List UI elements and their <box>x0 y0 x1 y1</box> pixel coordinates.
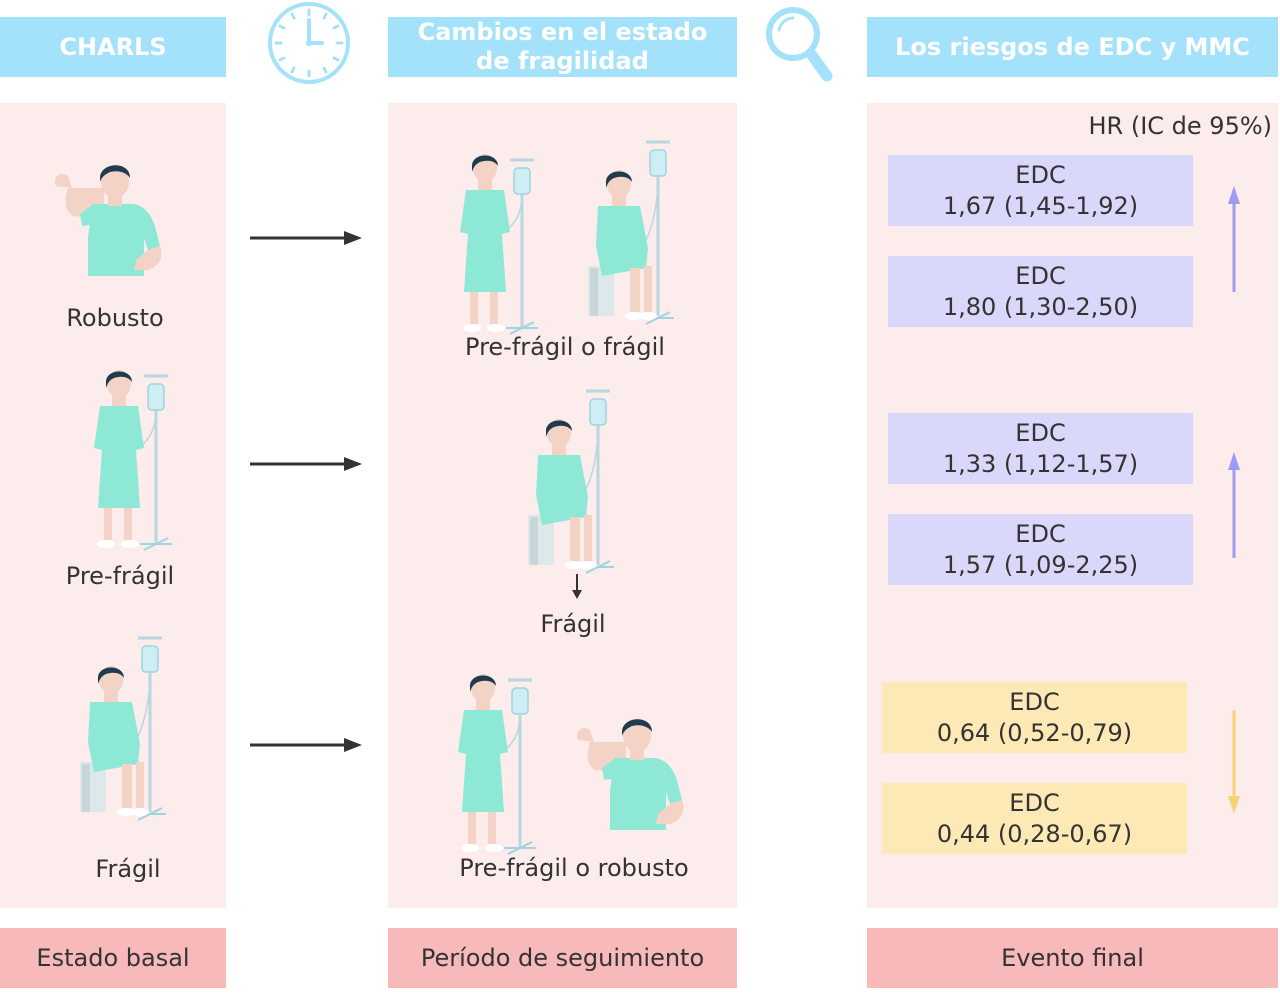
header-middle-line2: de fragilidad <box>476 47 649 75</box>
risk-up-arrow-1-icon <box>1228 186 1240 292</box>
risk-box-4-name: EDC <box>1015 519 1066 548</box>
clock-icon <box>268 2 350 84</box>
risk-box-4: EDC 1,57 (1,09-2,25) <box>888 514 1193 585</box>
risk-box-5-name: EDC <box>1009 687 1060 716</box>
risk-box-3-name: EDC <box>1015 418 1066 447</box>
risk-box-1: EDC 1,67 (1,45-1,92) <box>888 155 1193 226</box>
risk-box-4-value: 1,57 (1,09-2,25) <box>942 550 1139 579</box>
risk-down-arrow-icon <box>1228 710 1240 814</box>
footer-final-event-text: Evento final <box>1001 944 1144 972</box>
risk-box-6-name: EDC <box>1009 788 1060 817</box>
risk-box-3-value: 1,33 (1,12-1,57) <box>942 449 1139 478</box>
followup-row1-label: Pre-frágil o frágil <box>465 333 665 361</box>
transition-arrow-2 <box>250 457 362 471</box>
risk-box-5: EDC 0,64 (0,52-0,79) <box>882 682 1187 753</box>
baseline-prefrail-label: Pre-frágil <box>65 562 175 590</box>
transition-arrow-1 <box>250 231 362 245</box>
risk-box-5-value: 0,64 (0,52-0,79) <box>936 718 1133 747</box>
followup-standing-patient-icon <box>456 152 546 337</box>
followup-robust-person-icon <box>570 712 700 837</box>
header-charls: CHARLS <box>0 17 226 77</box>
followup-row2-label: Frágil <box>540 610 606 638</box>
risk-box-1-name: EDC <box>1015 160 1066 189</box>
risk-up-arrow-2-icon <box>1228 452 1240 558</box>
header-risks-text: Los riesgos de EDC y MMC <box>895 32 1250 61</box>
risk-box-2-name: EDC <box>1015 261 1066 290</box>
footer-final-event: Evento final <box>867 928 1278 988</box>
baseline-frail-label: Frágil <box>95 855 161 883</box>
header-frailty-changes: Cambios en el estado de fragilidad <box>388 17 737 77</box>
risk-box-1-value: 1,67 (1,45-1,92) <box>942 191 1139 220</box>
footer-baseline: Estado basal <box>0 928 226 988</box>
followup-seated-patient-icon <box>586 136 681 326</box>
header-middle-line1: Cambios en el estado <box>417 18 708 46</box>
risk-box-2: EDC 1,80 (1,30-2,50) <box>888 256 1193 327</box>
followup-row3-label: Pre-frágil o robusto <box>459 854 689 882</box>
risk-box-6: EDC 0,44 (0,28-0,67) <box>882 783 1187 854</box>
risk-box-3: EDC 1,33 (1,12-1,57) <box>888 413 1193 484</box>
down-arrow-small-icon <box>572 574 582 599</box>
footer-followup: Período de seguimiento <box>388 928 737 988</box>
seated-patient-iv-icon <box>78 632 173 822</box>
risk-box-6-value: 0,44 (0,28-0,67) <box>936 819 1133 848</box>
baseline-robust-label: Robusto <box>66 304 164 332</box>
followup-frail-seated-icon <box>526 385 621 575</box>
transition-arrow-3 <box>250 738 362 752</box>
magnifier-icon <box>766 7 833 82</box>
risk-panel <box>867 103 1278 908</box>
followup-row3-standing-icon <box>454 672 544 857</box>
robust-person-icon <box>48 158 178 283</box>
risk-box-2-value: 1,80 (1,30-2,50) <box>942 292 1139 321</box>
header-charls-text: CHARLS <box>59 32 167 61</box>
footer-baseline-text: Estado basal <box>36 944 190 972</box>
standing-patient-iv-icon <box>90 368 180 553</box>
footer-followup-text: Período de seguimiento <box>420 944 705 972</box>
header-risks: Los riesgos de EDC y MMC <box>867 17 1278 77</box>
hr-ci-label: HR (IC de 95%) <box>1088 112 1272 140</box>
